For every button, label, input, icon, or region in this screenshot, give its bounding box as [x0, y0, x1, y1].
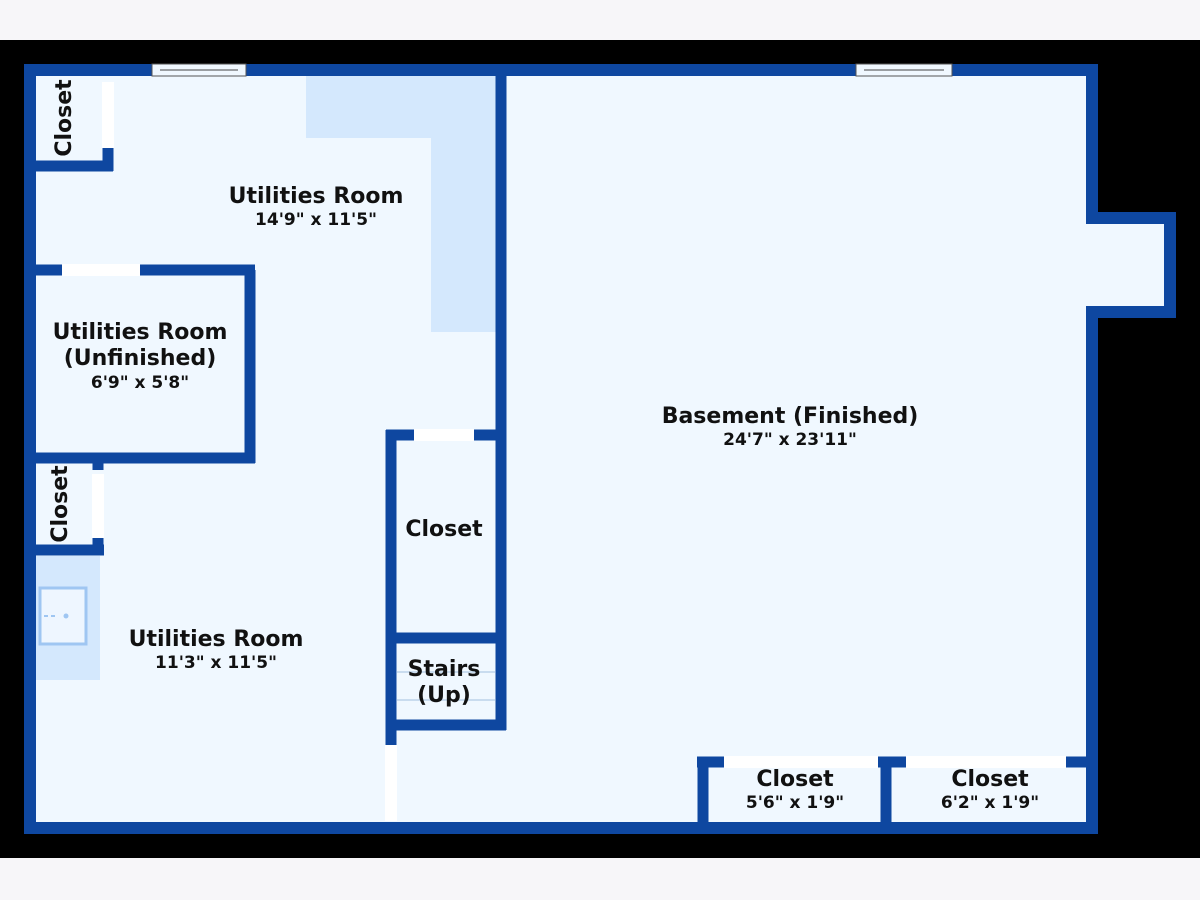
room-dimensions: 6'2" x 1'9"	[940, 793, 1040, 814]
door-center-closet	[414, 429, 474, 441]
room-label-utilities-top: Utilities Room 14'9" x 11'5"	[196, 184, 436, 231]
room-label-utilities-unfinished: Utilities Room (Unfinished) 6'9" x 5'8"	[36, 320, 244, 393]
room-dimensions: 6'9" x 5'8"	[90, 372, 190, 393]
room-name: Closet	[951, 767, 1029, 792]
room-name: Basement (Finished)	[661, 404, 919, 429]
room-label-closet-bottom-1: Closet 5'6" x 1'9"	[709, 767, 881, 814]
door-top-left-closet	[102, 82, 114, 148]
door-bottom-closet-1	[724, 756, 878, 768]
room-name: Stairs	[407, 657, 481, 682]
room-label-closet-top-left: Closet	[52, 79, 77, 157]
room-label-utilities-bottom: Utilities Room 11'3" x 11'5"	[96, 627, 336, 674]
door-openings	[62, 82, 1066, 821]
room-label-basement: Basement (Finished) 24'7" x 23'11"	[620, 404, 960, 451]
utility-equipment-area	[306, 76, 497, 332]
room-name-qualifier: (Unfinished)	[63, 346, 217, 372]
room-label-closet-mid-left: Closet	[48, 465, 73, 543]
room-label-closet-bottom-2: Closet 6'2" x 1'9"	[892, 767, 1088, 814]
door-unfinished-room	[62, 264, 140, 276]
floor-area	[30, 70, 1170, 828]
room-name: Utilities Room	[128, 627, 304, 652]
room-dimensions: 14'9" x 11'5"	[255, 210, 377, 231]
room-label-closet-center: Closet	[397, 517, 491, 543]
room-name: Utilities Room	[52, 320, 228, 345]
room-dimensions: 24'7" x 23'11"	[723, 430, 857, 451]
room-name: Utilities Room	[228, 184, 404, 209]
room-label-stairs: Stairs (Up)	[397, 657, 491, 710]
room-dimensions: 11'3" x 11'5"	[155, 653, 277, 674]
stair-treads	[397, 671, 495, 701]
door-stairs-side	[385, 745, 397, 821]
door-mid-left-closet	[92, 474, 104, 538]
room-dimensions: 5'6" x 1'9"	[745, 793, 845, 814]
door-bottom-closet-2	[906, 756, 1066, 768]
exterior-walls	[24, 64, 1176, 834]
room-name: Closet	[405, 517, 483, 542]
room-name: Closet	[756, 767, 834, 792]
room-name-qualifier: (Up)	[417, 683, 471, 709]
